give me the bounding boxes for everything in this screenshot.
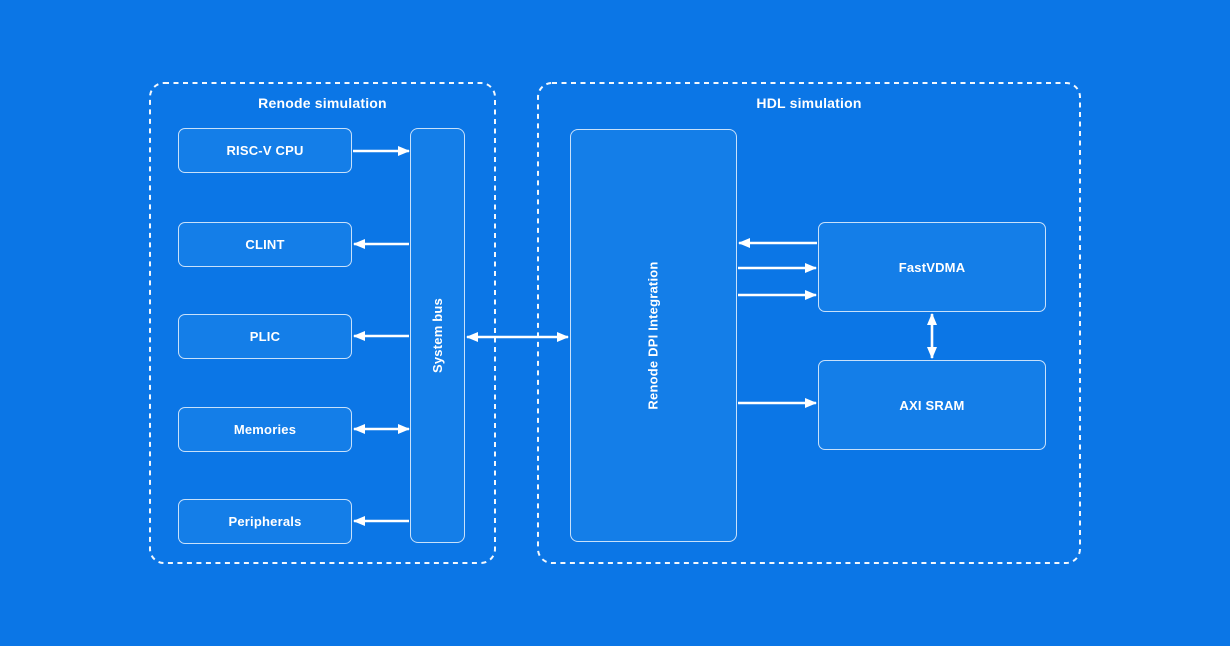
node-peripherals: Peripherals (178, 499, 352, 544)
node-riscv-cpu-label: RISC-V CPU (226, 143, 304, 158)
node-renode-dpi-integration-label: Renode DPI Integration (645, 261, 661, 410)
hdl-simulation-group-title: HDL simulation (756, 95, 862, 111)
node-fastvdma: FastVDMA (818, 222, 1046, 312)
node-riscv-cpu: RISC-V CPU (178, 128, 352, 173)
node-clint: CLINT (178, 222, 352, 267)
node-memories: Memories (178, 407, 352, 452)
renode-simulation-group-title: Renode simulation (258, 95, 387, 111)
node-axi-sram-label: AXI SRAM (899, 397, 965, 413)
node-axi-sram: AXI SRAM (818, 360, 1046, 450)
node-system-bus-label: System bus (430, 298, 446, 373)
node-fastvdma-label: FastVDMA (898, 259, 966, 275)
node-system-bus: System bus (410, 128, 465, 543)
node-memories-label: Memories (233, 422, 297, 437)
node-clint-label: CLINT (245, 237, 285, 252)
node-plic-label: PLIC (249, 329, 281, 344)
node-renode-dpi-integration: Renode DPI Integration (570, 129, 737, 542)
node-peripherals-label: Peripherals (228, 514, 302, 529)
node-plic: PLIC (178, 314, 352, 359)
